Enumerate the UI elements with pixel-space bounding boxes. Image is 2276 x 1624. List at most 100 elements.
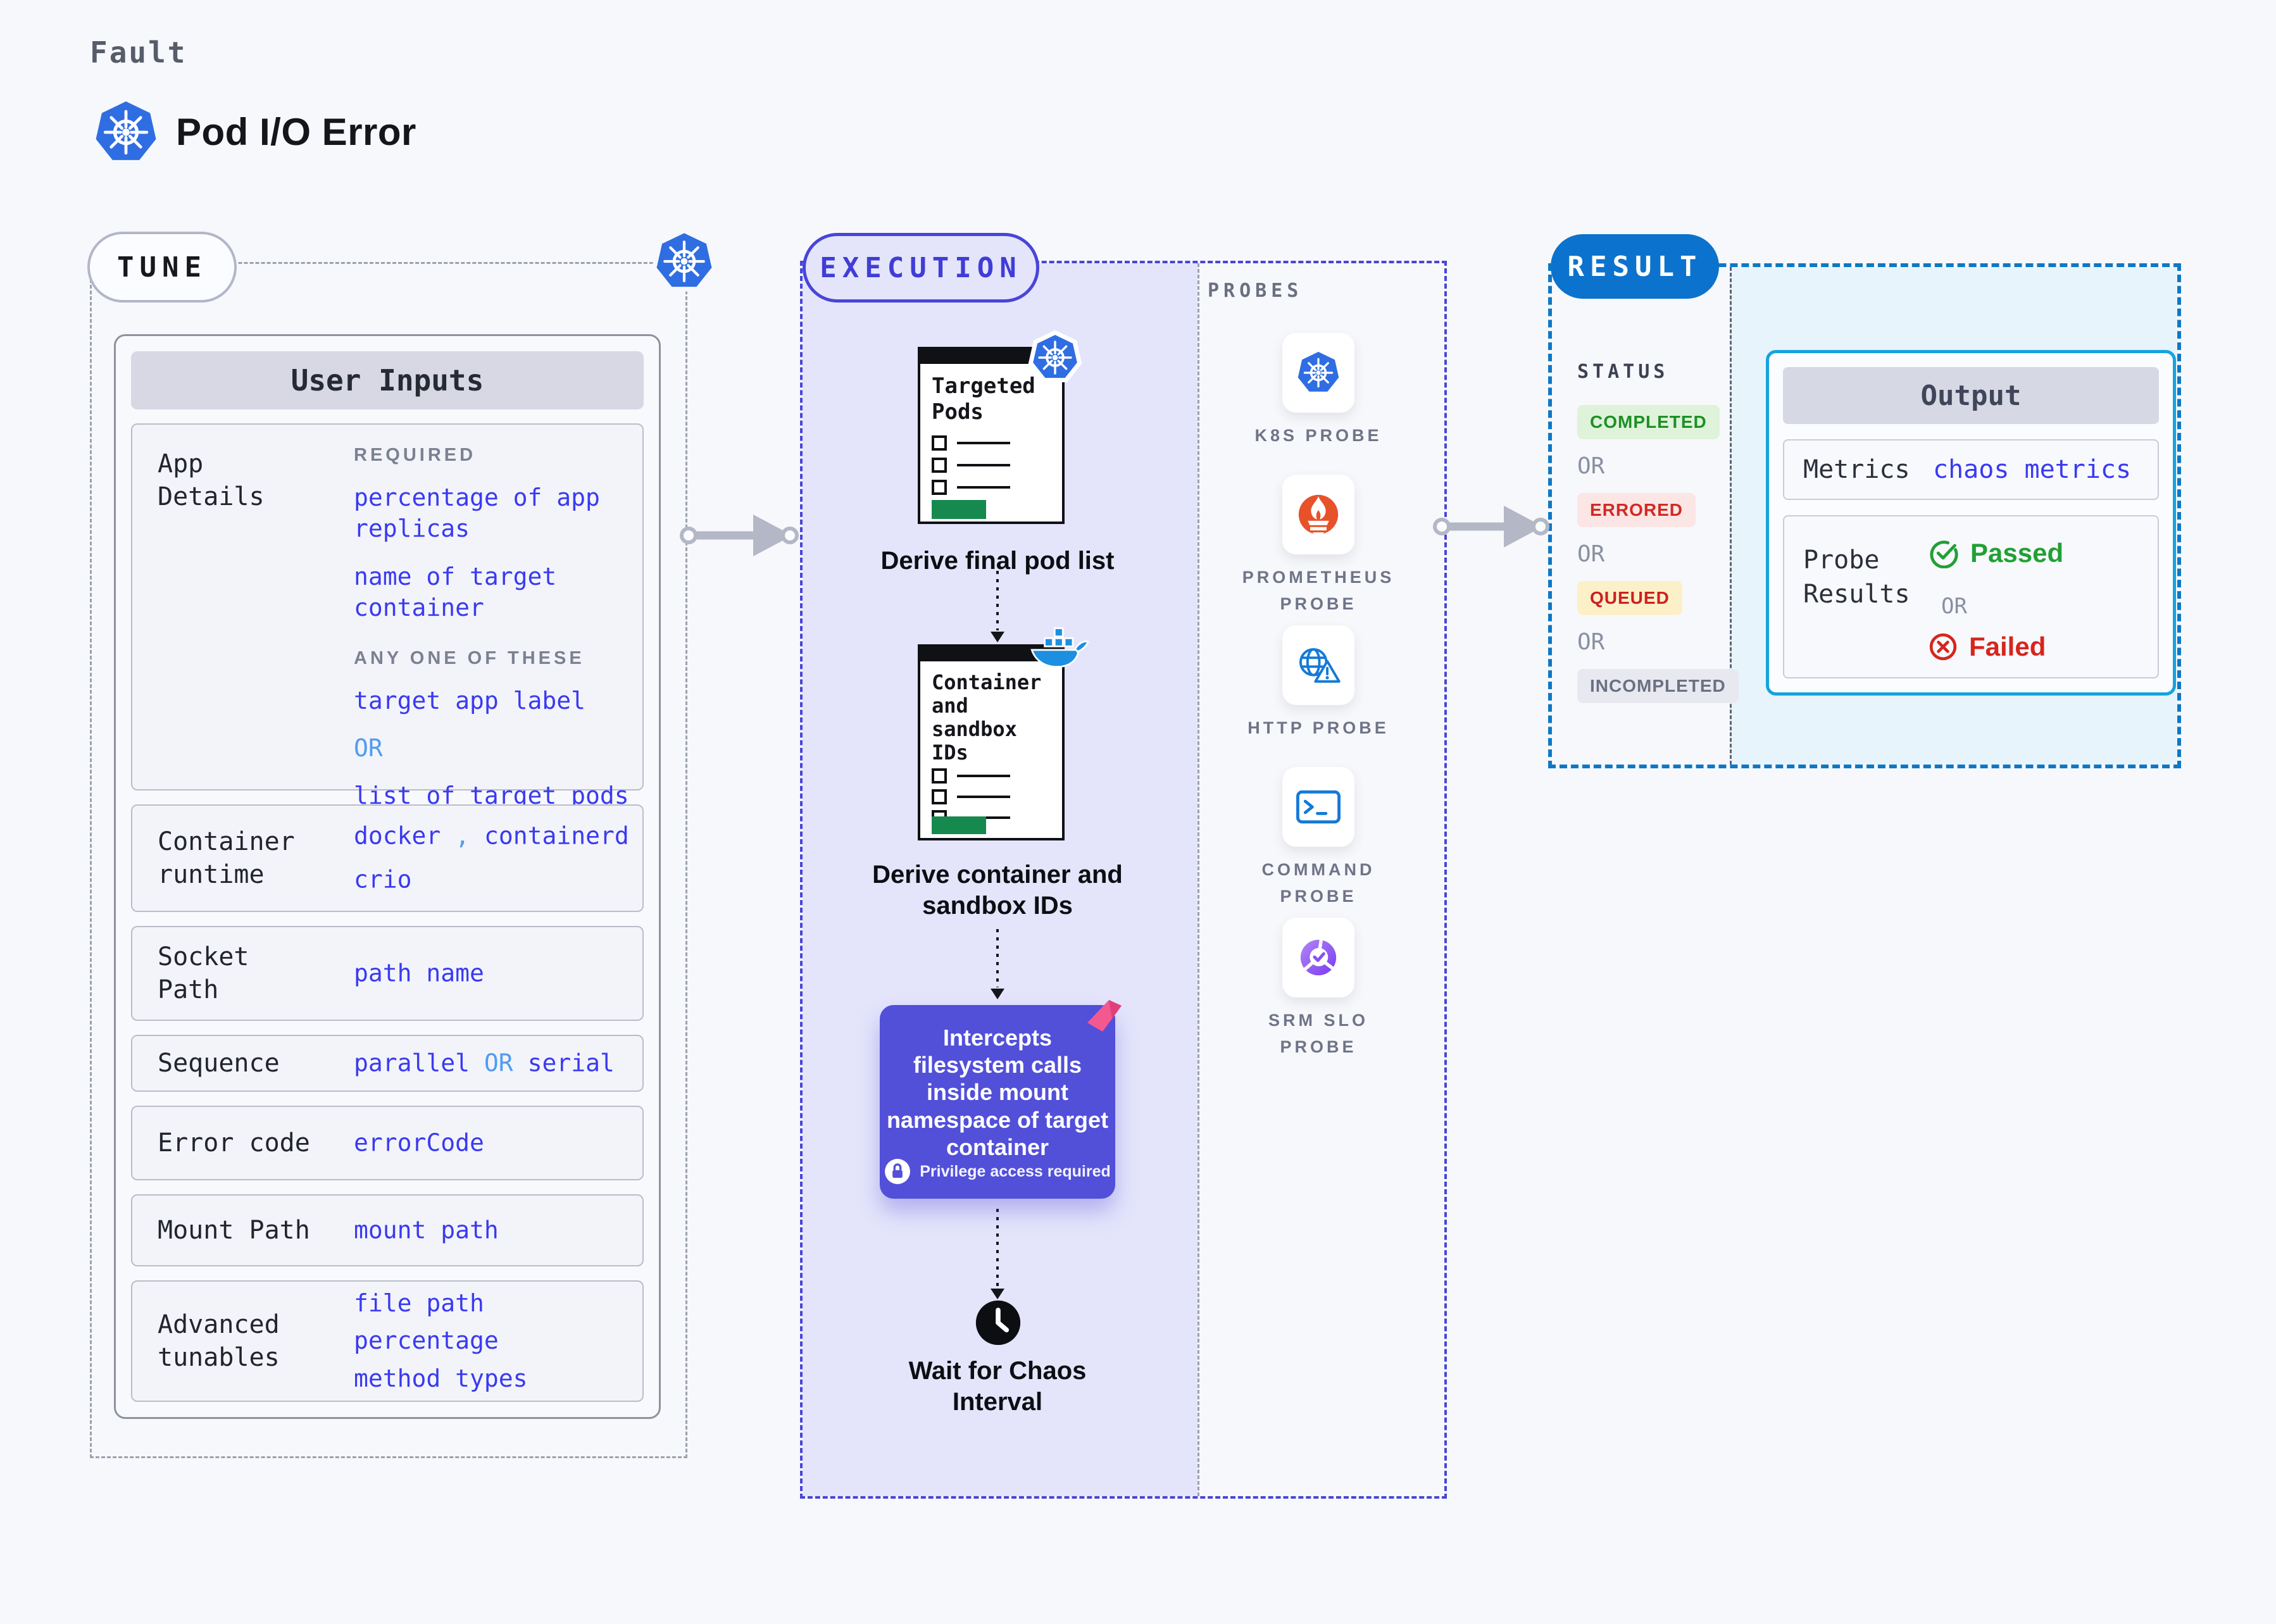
probe-card-command — [1282, 767, 1354, 847]
or-connector: OR — [1577, 453, 1605, 479]
row-value: mount path — [354, 1216, 499, 1244]
page-title: Pod I/O Error — [176, 111, 416, 153]
row-value: parallel OR serial — [354, 1049, 615, 1077]
or-connector: OR — [1577, 541, 1605, 567]
row-value: file path — [354, 1289, 484, 1317]
arrow-down-icon — [991, 989, 1004, 999]
prometheus-icon — [1298, 494, 1339, 535]
status-heading: STATUS — [1577, 361, 1669, 383]
checkbox-icon — [932, 768, 947, 784]
metrics-row: Metrics chaos metrics — [1783, 439, 2159, 500]
arrow-down-icon — [991, 1289, 1004, 1299]
row-value: crio — [354, 866, 412, 894]
failed-label: Failed — [1969, 632, 2046, 661]
checkbox-list — [932, 435, 1010, 495]
row-value: percentage — [354, 1327, 499, 1355]
flow-connector — [996, 571, 999, 630]
probes-divider — [1197, 263, 1199, 1496]
probe-card-prometheus — [1282, 475, 1354, 554]
execution-pill: EXECUTION — [803, 233, 1039, 303]
list-line — [957, 464, 1010, 466]
arrow-down-icon — [991, 632, 1004, 642]
row-error-code: Error code errorCode — [131, 1106, 644, 1180]
docker-icon — [1030, 627, 1089, 668]
row-value: percentage of app replicas — [354, 484, 600, 543]
status-list: COMPLETED OR ERRORED OR QUEUED OR INCOMP… — [1577, 405, 1739, 703]
row-value: target app label — [354, 686, 586, 715]
cross-circle-icon — [1929, 633, 1957, 661]
kubernetes-icon — [96, 101, 156, 160]
row-value: name of target container — [354, 562, 557, 622]
row-mount-path: Mount Path mount path — [131, 1194, 644, 1266]
list-line — [957, 442, 1010, 444]
http-probe-icon — [1299, 648, 1341, 683]
required-caption: REQUIRED — [354, 445, 477, 465]
step-caption: Derive final pod list — [880, 547, 1115, 575]
row-label: Error code — [158, 1128, 310, 1158]
row-app-details: App Details REQUIRED percentage of app r… — [131, 423, 644, 809]
row-socket-path: Socket Path path name — [131, 926, 644, 1021]
flow-connector — [996, 929, 999, 987]
status-badge-incompleted: INCOMPLETED — [1577, 669, 1739, 703]
flow-connector — [996, 1209, 999, 1287]
metrics-label: Metrics — [1803, 455, 1910, 484]
kubernetes-icon — [1028, 330, 1082, 383]
probe-card-k8s — [1282, 333, 1354, 413]
kubernetes-icon — [651, 228, 717, 292]
probe-label: HTTP PROBE — [1247, 718, 1389, 737]
row-label: Mount Path — [158, 1216, 310, 1245]
green-bar — [932, 816, 986, 834]
row-value: docker , containerd — [354, 821, 629, 850]
probe-label: K8S PROBE — [1254, 426, 1382, 445]
clipboard-title: Container and sandbox IDs — [932, 670, 1042, 765]
status-badge-errored: ERRORED — [1577, 493, 1696, 527]
row-value: errorCode — [354, 1128, 484, 1157]
row-label: Container runtime — [158, 827, 295, 889]
row-label: Socket Path — [158, 942, 249, 1004]
checkbox-icon — [932, 458, 947, 473]
probe-results-label: Probe Results — [1803, 546, 1910, 609]
command-probe-icon — [1296, 790, 1341, 824]
container-sandbox-ids-card: Container and sandbox IDs — [918, 627, 1089, 840]
passed-label: Passed — [1970, 538, 2064, 568]
probe-card-srm-slo — [1282, 918, 1354, 997]
privilege-badge: Privilege access required — [920, 1162, 1111, 1180]
list-line — [957, 796, 1010, 798]
kubernetes-icon — [1297, 351, 1339, 392]
user-inputs-header: User Inputs — [131, 351, 644, 409]
row-label: Sequence — [158, 1049, 280, 1078]
user-inputs-card: User Inputs App Details REQUIRED percent… — [114, 334, 661, 1419]
targeted-pods-card: Targeted Pods — [918, 330, 1082, 524]
probe-label: PROMETHEUS PROBE — [1242, 568, 1395, 613]
lock-icon — [885, 1159, 911, 1184]
list-line — [957, 486, 1010, 489]
probe-label: SRM SLO PROBE — [1268, 1011, 1368, 1056]
status-divider — [1730, 267, 1732, 765]
list-line — [957, 775, 1010, 777]
probe-card-http — [1282, 625, 1354, 705]
checkbox-icon — [932, 480, 947, 495]
row-advanced-tunables: Advanced tunables file path percentage m… — [131, 1280, 644, 1402]
clipboard-title: Targeted Pods — [932, 373, 1035, 425]
output-panel: Output Metrics chaos metrics Probe Resul… — [1766, 350, 2176, 696]
step-caption: Wait for Chaos Interval — [908, 1357, 1087, 1416]
status-badge-queued: QUEUED — [1577, 581, 1682, 615]
checkbox-icon — [932, 789, 947, 804]
srm-slo-probe-icon — [1300, 939, 1337, 976]
row-value: method types — [354, 1364, 528, 1392]
row-sequence: Sequence parallel OR serial — [131, 1035, 644, 1092]
intercept-step-text: Intercepts filesystem calls inside mount… — [886, 1025, 1109, 1160]
status-badge-completed: COMPLETED — [1577, 405, 1720, 439]
metrics-value: chaos metrics — [1933, 455, 2132, 484]
checkbox-icon — [932, 435, 947, 451]
or-connector: OR — [1577, 629, 1605, 655]
probes-heading: PROBES — [1208, 280, 1303, 302]
green-bar — [932, 500, 986, 519]
probe-label: COMMAND PROBE — [1261, 860, 1375, 906]
intercept-step-box: Intercepts filesystem calls inside mount… — [880, 1000, 1122, 1199]
any-one-caption: ANY ONE OF THESE — [354, 647, 585, 668]
output-header: Output — [1783, 367, 2159, 424]
row-label: Advanced tunables — [158, 1310, 280, 1372]
or-connector: OR — [354, 734, 383, 762]
tune-section — [90, 262, 687, 1458]
